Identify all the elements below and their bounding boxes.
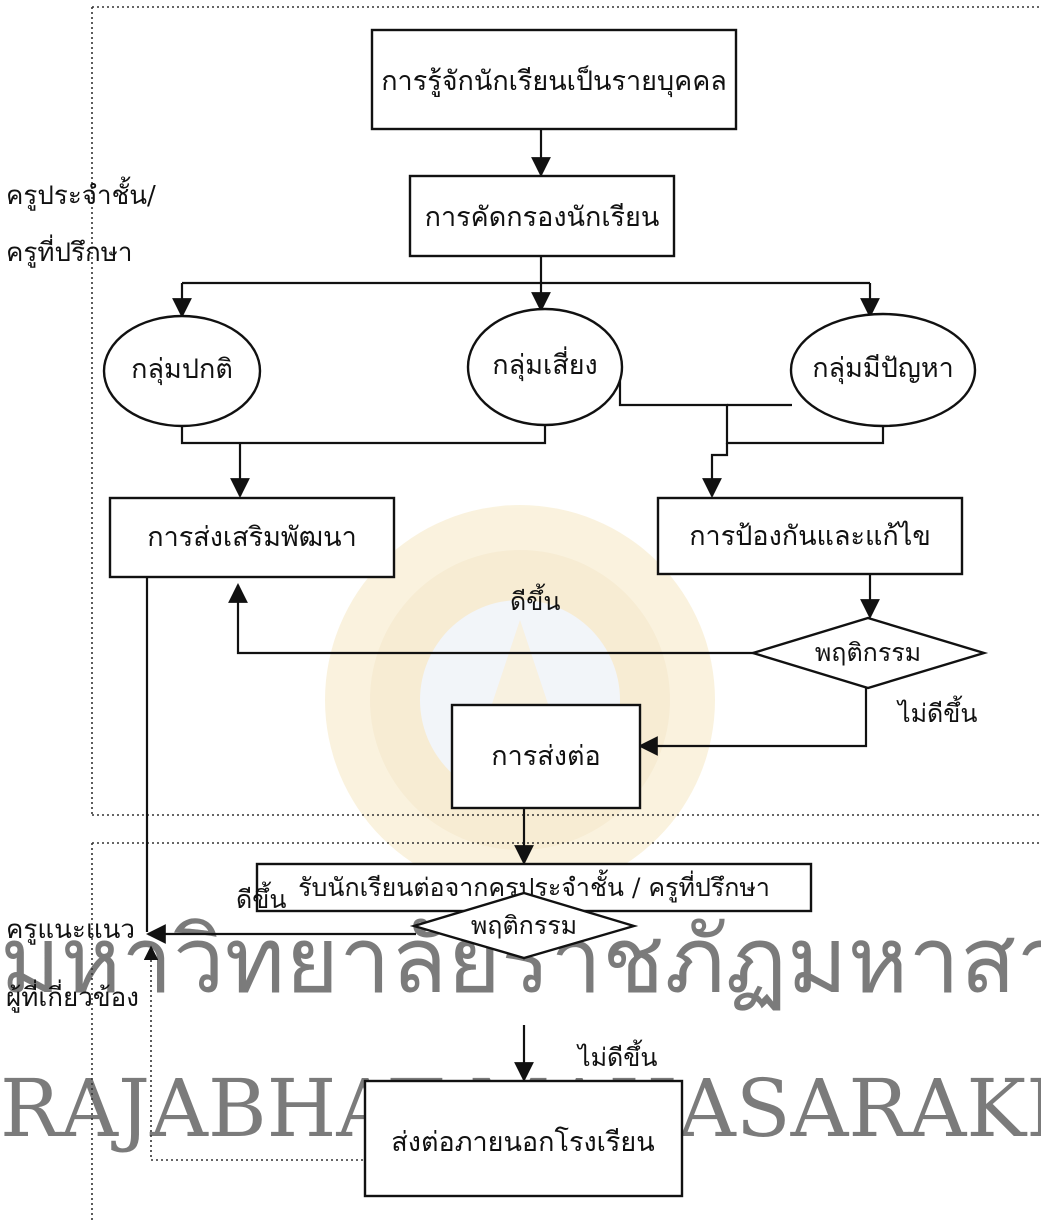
node-group-normal: กลุ่มปกติ [102,314,262,428]
edge-label-better-2: ดีขึ้น [236,881,286,914]
node-refer-outside: ส่งต่อภายนอกโรงเรียน [363,1079,684,1198]
line-normal-risk-merge [180,425,547,445]
side-label-guidance-teacher: ครูแนะแนว [6,915,135,945]
node-receive: รับนักเรียนต่อจากครูประจำชั้น / ครูที่ปร… [255,862,813,913]
svg-text:การป้องกันและแก้ไข: การป้องกันและแก้ไข [689,521,931,552]
side-label-related-persons: ผู้ที่เกี่ยวข้อง [6,979,139,1013]
side-label-homeroom-teacher: ครูประจำชั้น/ [6,176,156,211]
svg-text:กลุ่มมีปัญหา: กลุ่มมีปัญหา [812,353,954,385]
node-group-problem: กลุ่มมีปัญหา [789,312,977,428]
edge-label-better-1: ดีขึ้น [510,583,560,616]
svg-text:กลุ่มปกติ: กลุ่มปกติ [131,354,233,386]
svg-text:การรู้จักนักเรียนเป็นรายบุคคล: การรู้จักนักเรียนเป็นรายบุคคล [381,63,727,98]
arrow-to-prevent-fix [702,443,729,498]
section-top-border [91,6,1041,816]
dotted-refer-outside-to-guidance [143,945,363,1161]
arrow-behavior-not-better-to-refer [638,688,868,756]
node-promote: การส่งเสริมพัฒนา [108,496,396,579]
node-behavior-2: พฤติกรรม [409,891,639,960]
node-group-risk: กลุ่มเสี่ยง [466,307,624,427]
svg-text:การส่งเสริมพัฒนา: การส่งเสริมพัฒนา [147,522,357,553]
arrow-behavior-better-to-promote [228,583,754,655]
svg-text:ส่งต่อภายนอกโรงเรียน: ส่งต่อภายนอกโรงเรียน [391,1127,654,1158]
edge-label-not-better-1: ไม่ดีขึ้น [896,695,977,728]
node-screening: การคัดกรองนักเรียน [408,174,676,258]
svg-text:กลุ่มเสี่ยง: กลุ่มเสี่ยง [492,346,597,382]
connectors [143,130,885,1161]
node-behavior-1: พฤติกรรม [748,616,989,690]
node-prevent-fix: การป้องกันและแก้ไข [656,496,964,576]
side-label-advisor-teacher: ครูที่ปรึกษา [6,234,132,268]
node-refer: การส่งต่อ [450,703,642,810]
svg-text:การส่งต่อ: การส่งต่อ [491,741,600,772]
edge-label-not-better-2: ไม่ดีขึ้น [576,1039,657,1072]
svg-text:พฤติกรรม: พฤติกรรม [815,638,921,667]
line-risk-problem-merge [618,376,885,445]
svg-text:พฤติกรรม: พฤติกรรม [471,911,577,940]
section-bottom-border [91,842,1041,1221]
node-know-individual: การรู้จักนักเรียนเป็นรายบุคคล [370,28,738,131]
svg-text:การคัดกรองนักเรียน: การคัดกรองนักเรียน [425,202,660,233]
